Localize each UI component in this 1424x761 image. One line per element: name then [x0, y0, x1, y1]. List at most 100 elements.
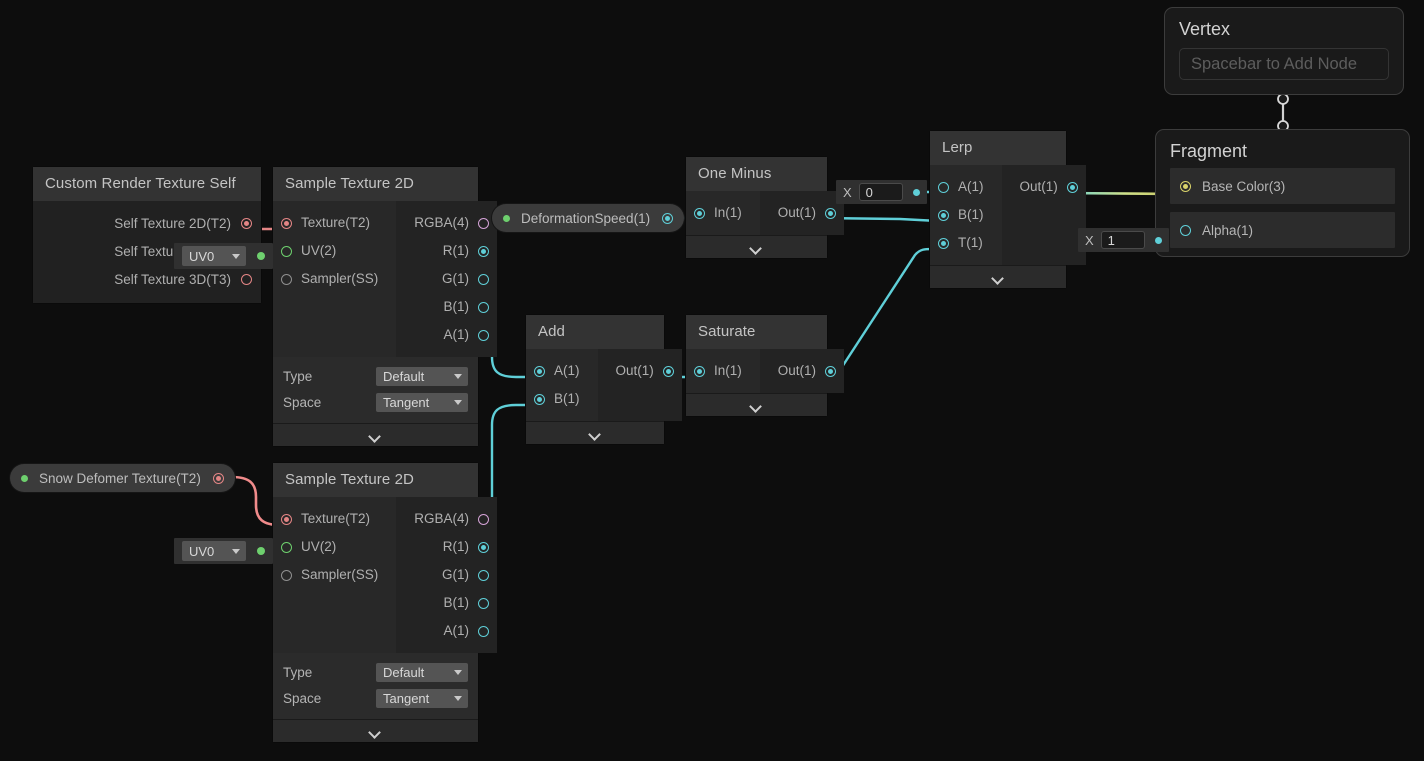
port-dot-float[interactable] — [1180, 224, 1191, 236]
port-dot-float[interactable] — [938, 181, 949, 193]
output-port-b[interactable]: B(1) — [396, 293, 497, 321]
float-output-dot[interactable] — [912, 188, 920, 196]
uv-channel-dropdown[interactable]: UV0 — [182, 541, 246, 561]
node-saturate[interactable]: Saturate In(1) Out(1) — [686, 315, 845, 416]
uv-output-dot[interactable] — [257, 252, 265, 260]
output-port-rgba[interactable]: RGBA(4) — [396, 209, 497, 237]
input-port-sampler[interactable]: Sampler(SS) — [273, 561, 396, 589]
setting-space[interactable]: Space Tangent — [283, 389, 468, 415]
port-dot-vector4[interactable] — [478, 513, 490, 525]
float-field-lerp-a[interactable]: X 0 — [836, 180, 927, 204]
node-lerp[interactable]: Lerp A(1) B(1) T(1) Out(1) — [930, 131, 1086, 288]
port-dot-float[interactable] — [534, 393, 545, 405]
setting-type[interactable]: Type Default — [283, 659, 468, 685]
port-dot-vector2[interactable] — [281, 245, 292, 257]
block-node-alpha[interactable]: Alpha(1) — [1170, 212, 1395, 248]
property-node-deformation-speed[interactable]: DeformationSpeed(1) — [492, 204, 685, 232]
port-dot-vector3[interactable] — [1180, 180, 1191, 192]
port-dot-vector2[interactable] — [281, 541, 292, 553]
node-add[interactable]: Add A(1) B(1) Out(1) — [526, 315, 682, 444]
node-collapse-toggle[interactable] — [273, 423, 478, 446]
node-collapse-toggle[interactable] — [526, 421, 664, 444]
output-port-out[interactable]: Out(1) — [598, 357, 682, 385]
port-dot-texture2d[interactable] — [281, 513, 292, 525]
port-dot-float[interactable] — [478, 569, 490, 581]
port-dot-float[interactable] — [478, 541, 490, 553]
port-dot-float[interactable] — [478, 301, 490, 313]
port-dot-texture2d[interactable] — [281, 217, 292, 229]
input-port-texture[interactable]: Texture(T2) — [273, 505, 396, 533]
uv-channel-overlay-crt[interactable]: UV0 — [174, 243, 273, 269]
setting-space[interactable]: Space Tangent — [283, 685, 468, 711]
node-collapse-toggle[interactable] — [273, 719, 478, 742]
output-port-self-texture-2d[interactable]: Self Texture 2D(T2) — [33, 209, 261, 237]
port-dot-float[interactable] — [478, 273, 490, 285]
node-custom-render-texture-self[interactable]: Custom Render Texture Self Self Texture … — [33, 167, 261, 303]
output-port-rgba[interactable]: RGBA(4) — [396, 505, 497, 533]
port-dot-float[interactable] — [662, 212, 674, 224]
port-dot-vector4[interactable] — [478, 217, 490, 229]
output-port-b[interactable]: B(1) — [396, 589, 497, 617]
input-port-a[interactable]: A(1) — [526, 357, 598, 385]
port-dot-texture2d[interactable] — [212, 472, 224, 484]
space-dropdown[interactable]: Tangent — [376, 688, 468, 708]
port-dot-float[interactable] — [1066, 181, 1078, 193]
node-collapse-toggle[interactable] — [686, 393, 827, 416]
port-dot-float[interactable] — [825, 365, 837, 377]
uv-output-dot[interactable] — [257, 547, 265, 555]
output-port-out[interactable]: Out(1) — [760, 199, 844, 227]
output-port-a[interactable]: A(1) — [396, 321, 497, 349]
port-dot-sampler[interactable] — [281, 273, 292, 285]
input-port-texture[interactable]: Texture(T2) — [273, 209, 396, 237]
value-input[interactable]: 0 — [858, 183, 903, 201]
port-dot-float[interactable] — [478, 245, 490, 257]
port-dot-texture2d[interactable] — [241, 217, 252, 229]
property-node-snow-deformer-texture[interactable]: Snow Defomer Texture(T2) — [10, 464, 235, 492]
uv-channel-dropdown[interactable]: UV0 — [182, 246, 246, 266]
context-block-vertex[interactable]: Vertex Spacebar to Add Node — [1164, 7, 1404, 95]
port-dot-float[interactable] — [662, 365, 674, 377]
output-port-out[interactable]: Out(1) — [760, 357, 844, 385]
node-sample-texture-2d-a[interactable]: Sample Texture 2D Texture(T2) UV(2) Samp… — [273, 167, 498, 446]
context-block-fragment[interactable]: Fragment Base Color(3) Alpha(1) — [1155, 129, 1410, 257]
node-collapse-toggle[interactable] — [930, 265, 1066, 288]
float-output-dot[interactable] — [1154, 236, 1162, 244]
add-node-placeholder[interactable]: Spacebar to Add Node — [1179, 48, 1389, 80]
port-dot-sampler[interactable] — [281, 569, 292, 581]
input-port-in[interactable]: In(1) — [686, 357, 760, 385]
output-port-g[interactable]: G(1) — [396, 561, 497, 589]
port-dot-float[interactable] — [938, 209, 949, 221]
type-dropdown[interactable]: Default — [376, 662, 468, 682]
port-dot-float[interactable] — [694, 365, 705, 377]
output-port-a[interactable]: A(1) — [396, 617, 497, 645]
output-port-r[interactable]: R(1) — [396, 533, 497, 561]
output-port-self-texture-3d[interactable]: Self Texture 3D(T3) — [33, 265, 261, 293]
port-dot-float[interactable] — [938, 237, 949, 249]
setting-type[interactable]: Type Default — [283, 363, 468, 389]
port-dot-float[interactable] — [478, 329, 490, 341]
space-dropdown[interactable]: Tangent — [376, 392, 468, 412]
node-one-minus[interactable]: One Minus In(1) Out(1) — [686, 157, 845, 258]
value-input[interactable]: 1 — [1100, 231, 1145, 249]
port-dot-float[interactable] — [694, 207, 705, 219]
input-port-b[interactable]: B(1) — [526, 385, 598, 413]
node-collapse-toggle[interactable] — [686, 235, 827, 258]
type-dropdown[interactable]: Default — [376, 366, 468, 386]
input-port-sampler[interactable]: Sampler(SS) — [273, 265, 396, 293]
port-dot-float[interactable] — [478, 625, 490, 637]
port-dot-float[interactable] — [534, 365, 545, 377]
input-port-in[interactable]: In(1) — [686, 199, 760, 227]
input-port-uv[interactable]: UV(2) — [273, 237, 396, 265]
output-port-r[interactable]: R(1) — [396, 237, 497, 265]
input-port-t[interactable]: T(1) — [930, 229, 1002, 257]
port-dot-float[interactable] — [478, 597, 490, 609]
output-port-out[interactable]: Out(1) — [1002, 173, 1086, 201]
block-node-base-color[interactable]: Base Color(3) — [1170, 168, 1395, 204]
input-port-uv[interactable]: UV(2) — [273, 533, 396, 561]
uv-channel-overlay-sample-b[interactable]: UV0 — [174, 538, 273, 564]
port-dot-float[interactable] — [825, 207, 837, 219]
port-dot-texture3d[interactable] — [241, 273, 252, 285]
input-port-b[interactable]: B(1) — [930, 201, 1002, 229]
output-port-g[interactable]: G(1) — [396, 265, 497, 293]
